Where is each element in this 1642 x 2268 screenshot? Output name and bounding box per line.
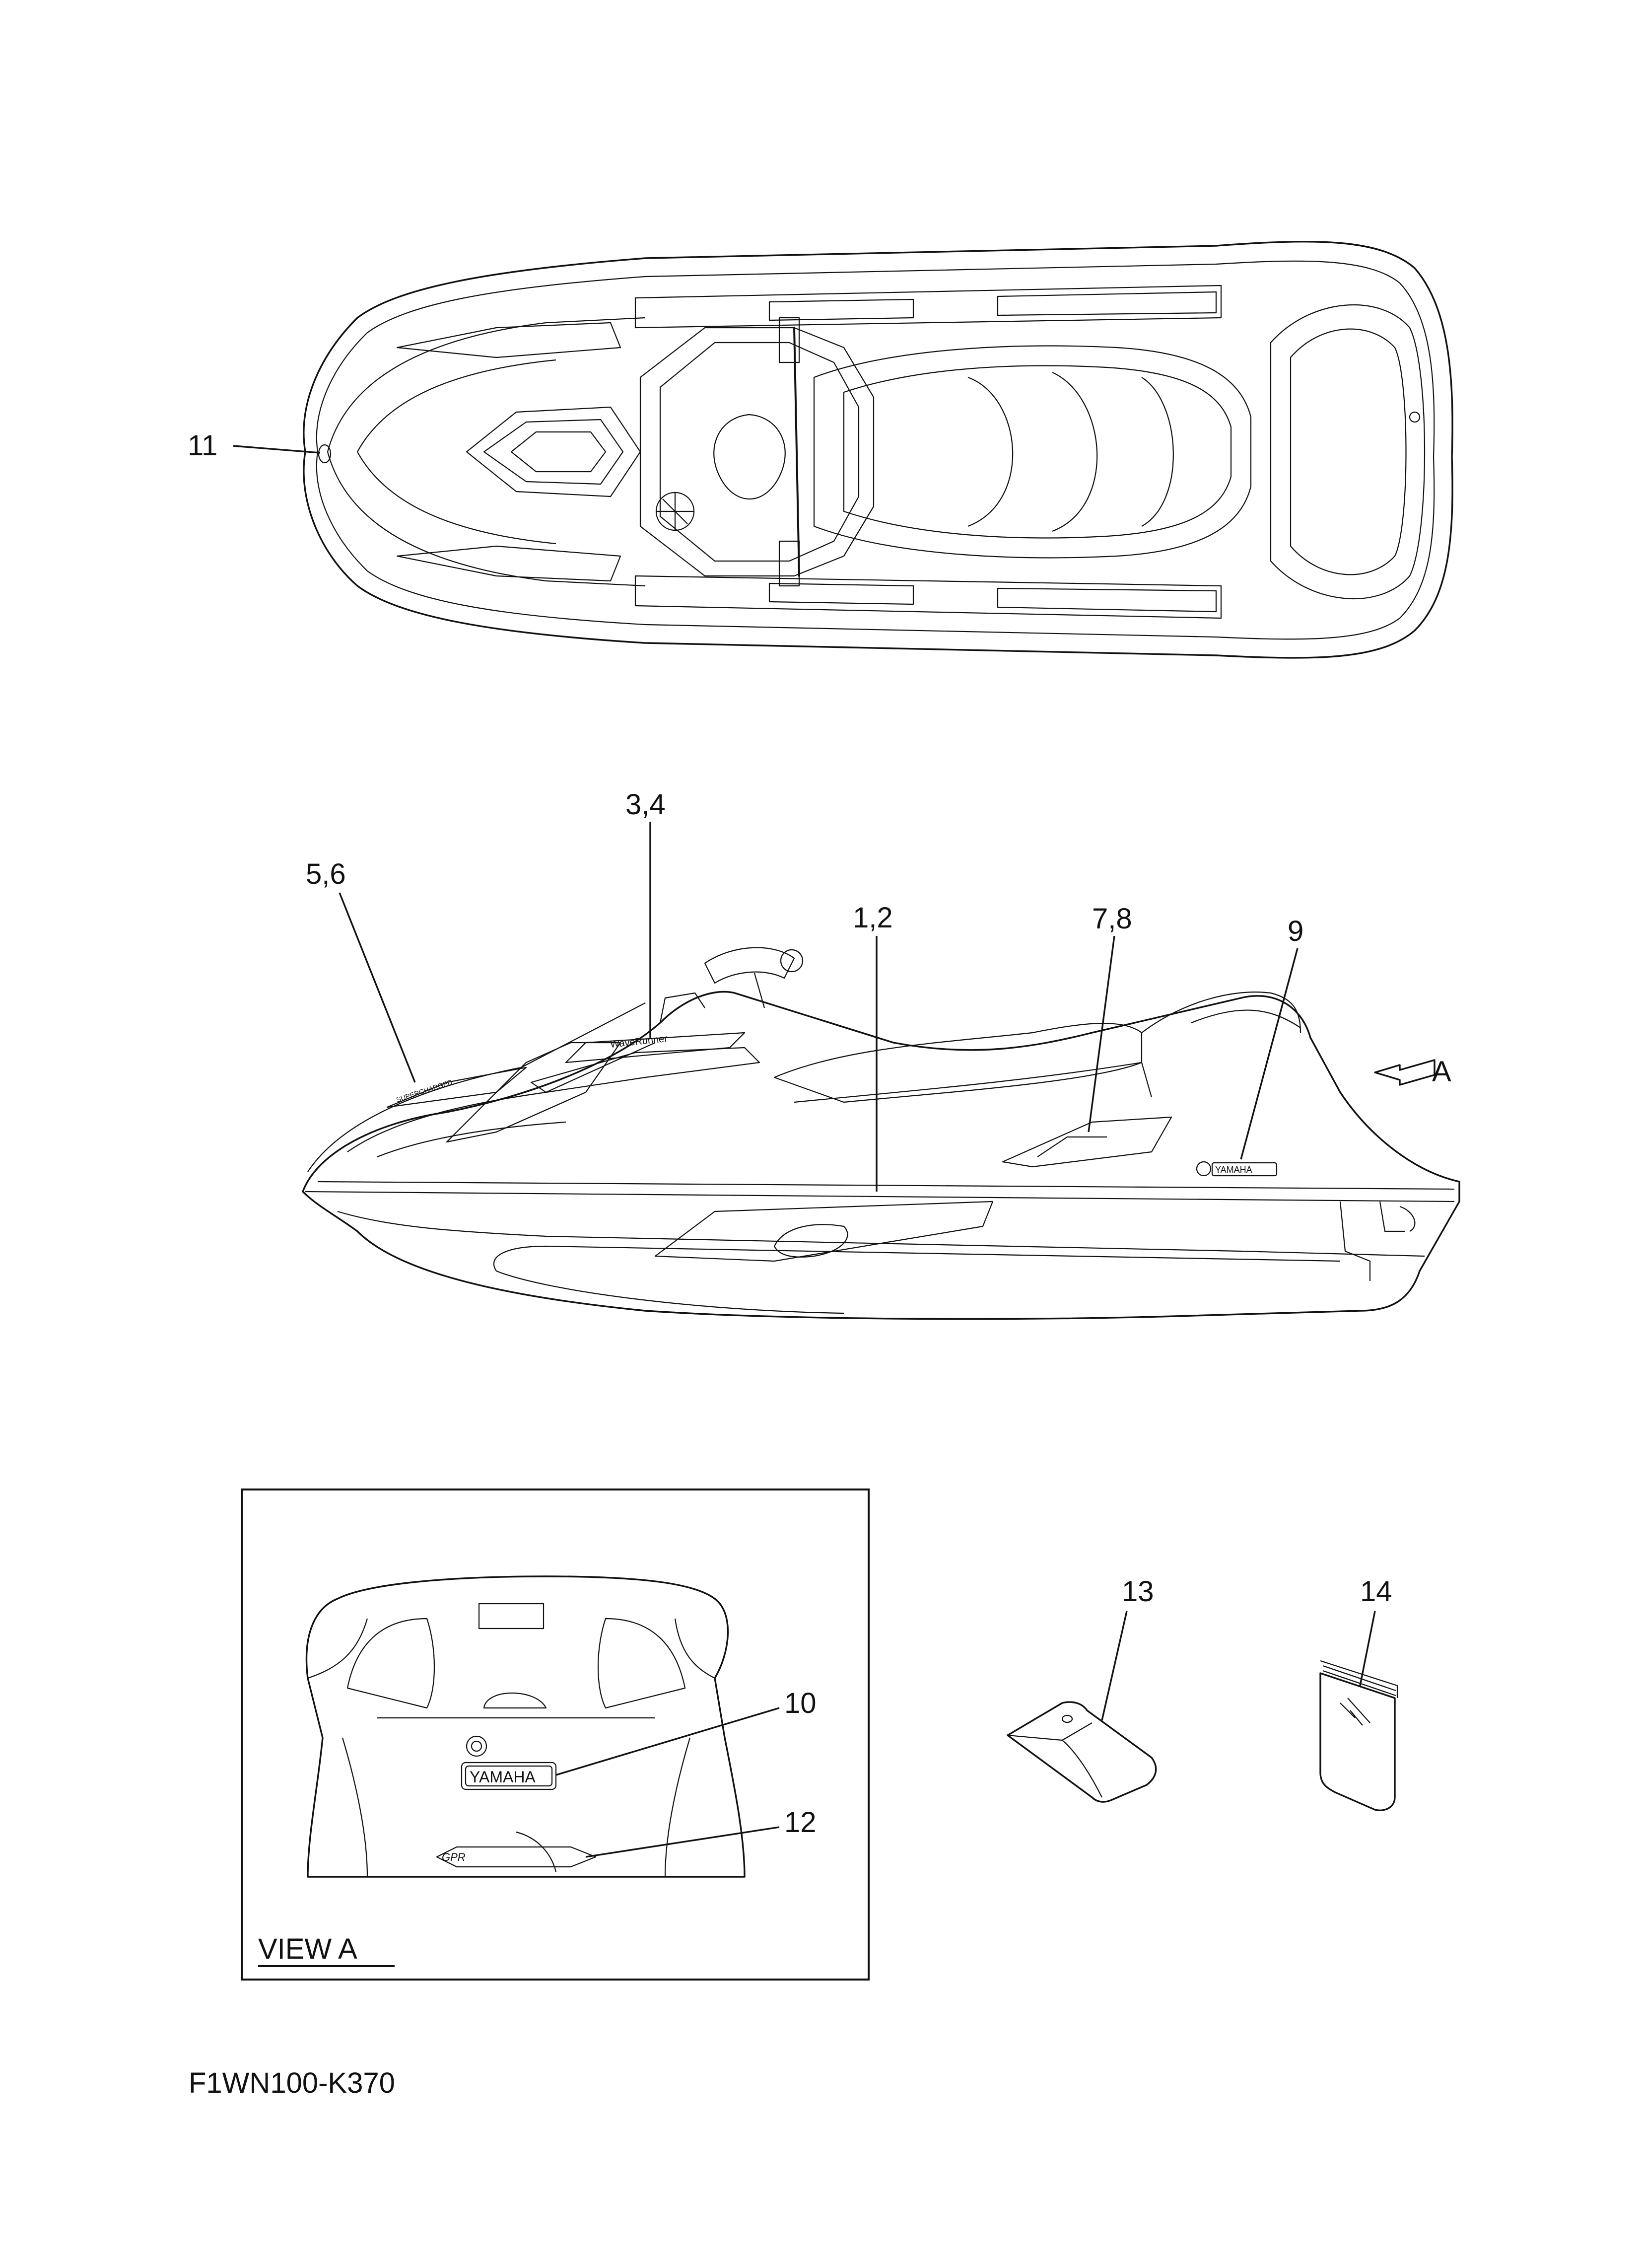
callout-label-3-4: 3,4: [625, 788, 666, 821]
watercraft-top-view: [303, 240, 1453, 659]
part-14-manual-bag: [1319, 1660, 1398, 1811]
callout-label-a: A: [1432, 1056, 1451, 1088]
leader-line-10: [555, 1707, 780, 1776]
callout-5-6: 5,6: [306, 858, 416, 1083]
callout-11: 11: [188, 429, 321, 462]
callout-label-7-8: 7,8: [1092, 903, 1132, 935]
callout-3-4: 3,4: [625, 788, 666, 1038]
leader-line-7-8: [1088, 935, 1115, 1133]
part-13-pouch: [1007, 1701, 1157, 1803]
callout-9: 9: [1240, 915, 1303, 1160]
decal-text-yamaha-stern: YAMAHA: [470, 1768, 536, 1786]
decal-text-yamaha-side: YAMAHA: [1215, 1165, 1252, 1175]
view-a-label: VIEW A: [258, 1933, 357, 1965]
callout-7-8: 7,8: [1088, 903, 1132, 1133]
leader-line-13: [1101, 1611, 1128, 1721]
leader-line-14: [1359, 1611, 1376, 1686]
view-a-caption: VIEW A: [258, 1933, 395, 1967]
callout-12: 12: [585, 1806, 817, 1858]
callout-label-11: 11: [188, 429, 217, 462]
callout-label-5-6: 5,6: [306, 858, 346, 890]
callout-label-13: 13: [1122, 1575, 1154, 1608]
view-a-direction-marker: A: [1374, 1056, 1451, 1088]
callout-label-10: 10: [784, 1687, 817, 1719]
callout-14: 14: [1359, 1575, 1392, 1686]
diagram-code: F1WN100-K370: [189, 2067, 395, 2099]
callout-label-1-2: 1,2: [853, 902, 893, 934]
watercraft-side-view: YAMAHA WaveRunner SUPERCHARGED: [302, 947, 1460, 1320]
callout-10: 10: [555, 1687, 817, 1776]
callout-label-9: 9: [1288, 915, 1303, 947]
callout-1-2: 1,2: [853, 902, 893, 1192]
leader-line-11: [233, 445, 321, 454]
callout-label-14: 14: [1360, 1575, 1392, 1608]
callout-13: 13: [1101, 1575, 1154, 1721]
view-a-frame: [241, 1488, 870, 1981]
leader-line-12: [585, 1826, 780, 1858]
decal-text-gpr: GPR: [442, 1851, 466, 1863]
view-a-panel: YAMAHA GPR: [241, 1488, 870, 1981]
view-a-arrow-icon: [1374, 1059, 1436, 1086]
decal-text-waverunner: WaveRunner: [610, 1033, 668, 1050]
leader-line-5-6: [339, 892, 416, 1083]
leader-line-9: [1240, 948, 1299, 1160]
callout-label-12: 12: [784, 1806, 817, 1839]
